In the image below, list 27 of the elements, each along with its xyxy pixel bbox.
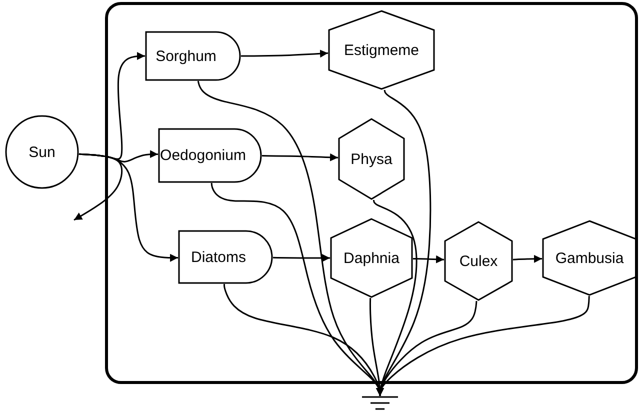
node-label: Sun (28, 144, 56, 160)
consumer-hexagon (542, 220, 637, 296)
arrow (262, 153, 338, 162)
consumer-hexagon (338, 118, 405, 200)
node-label: Daphnia (344, 250, 400, 266)
node-label: Estigmeme (344, 42, 420, 58)
arrow (241, 50, 328, 58)
heat-sink-symbol (361, 396, 399, 411)
consumer-hexagon (330, 218, 413, 298)
producer-shape (145, 31, 241, 81)
node-label: Diatoms (190, 248, 246, 266)
system-boundary (105, 2, 638, 384)
arrow (376, 296, 590, 396)
arrow (512, 254, 542, 263)
node-label: Culex (459, 252, 498, 270)
node-label: Oedogonium (160, 147, 246, 164)
producer-shape (178, 230, 273, 284)
node-label: Physa (350, 150, 392, 168)
producer-shape (158, 128, 262, 183)
consumer-hexagon (328, 10, 435, 90)
node-label: Sorghum (156, 48, 216, 64)
arrow (273, 254, 330, 262)
source-circle (5, 115, 79, 189)
consumer-hexagon (444, 221, 513, 301)
node-label: Gambusia (555, 250, 624, 266)
arrow (412, 255, 444, 264)
arrow (74, 153, 123, 221)
